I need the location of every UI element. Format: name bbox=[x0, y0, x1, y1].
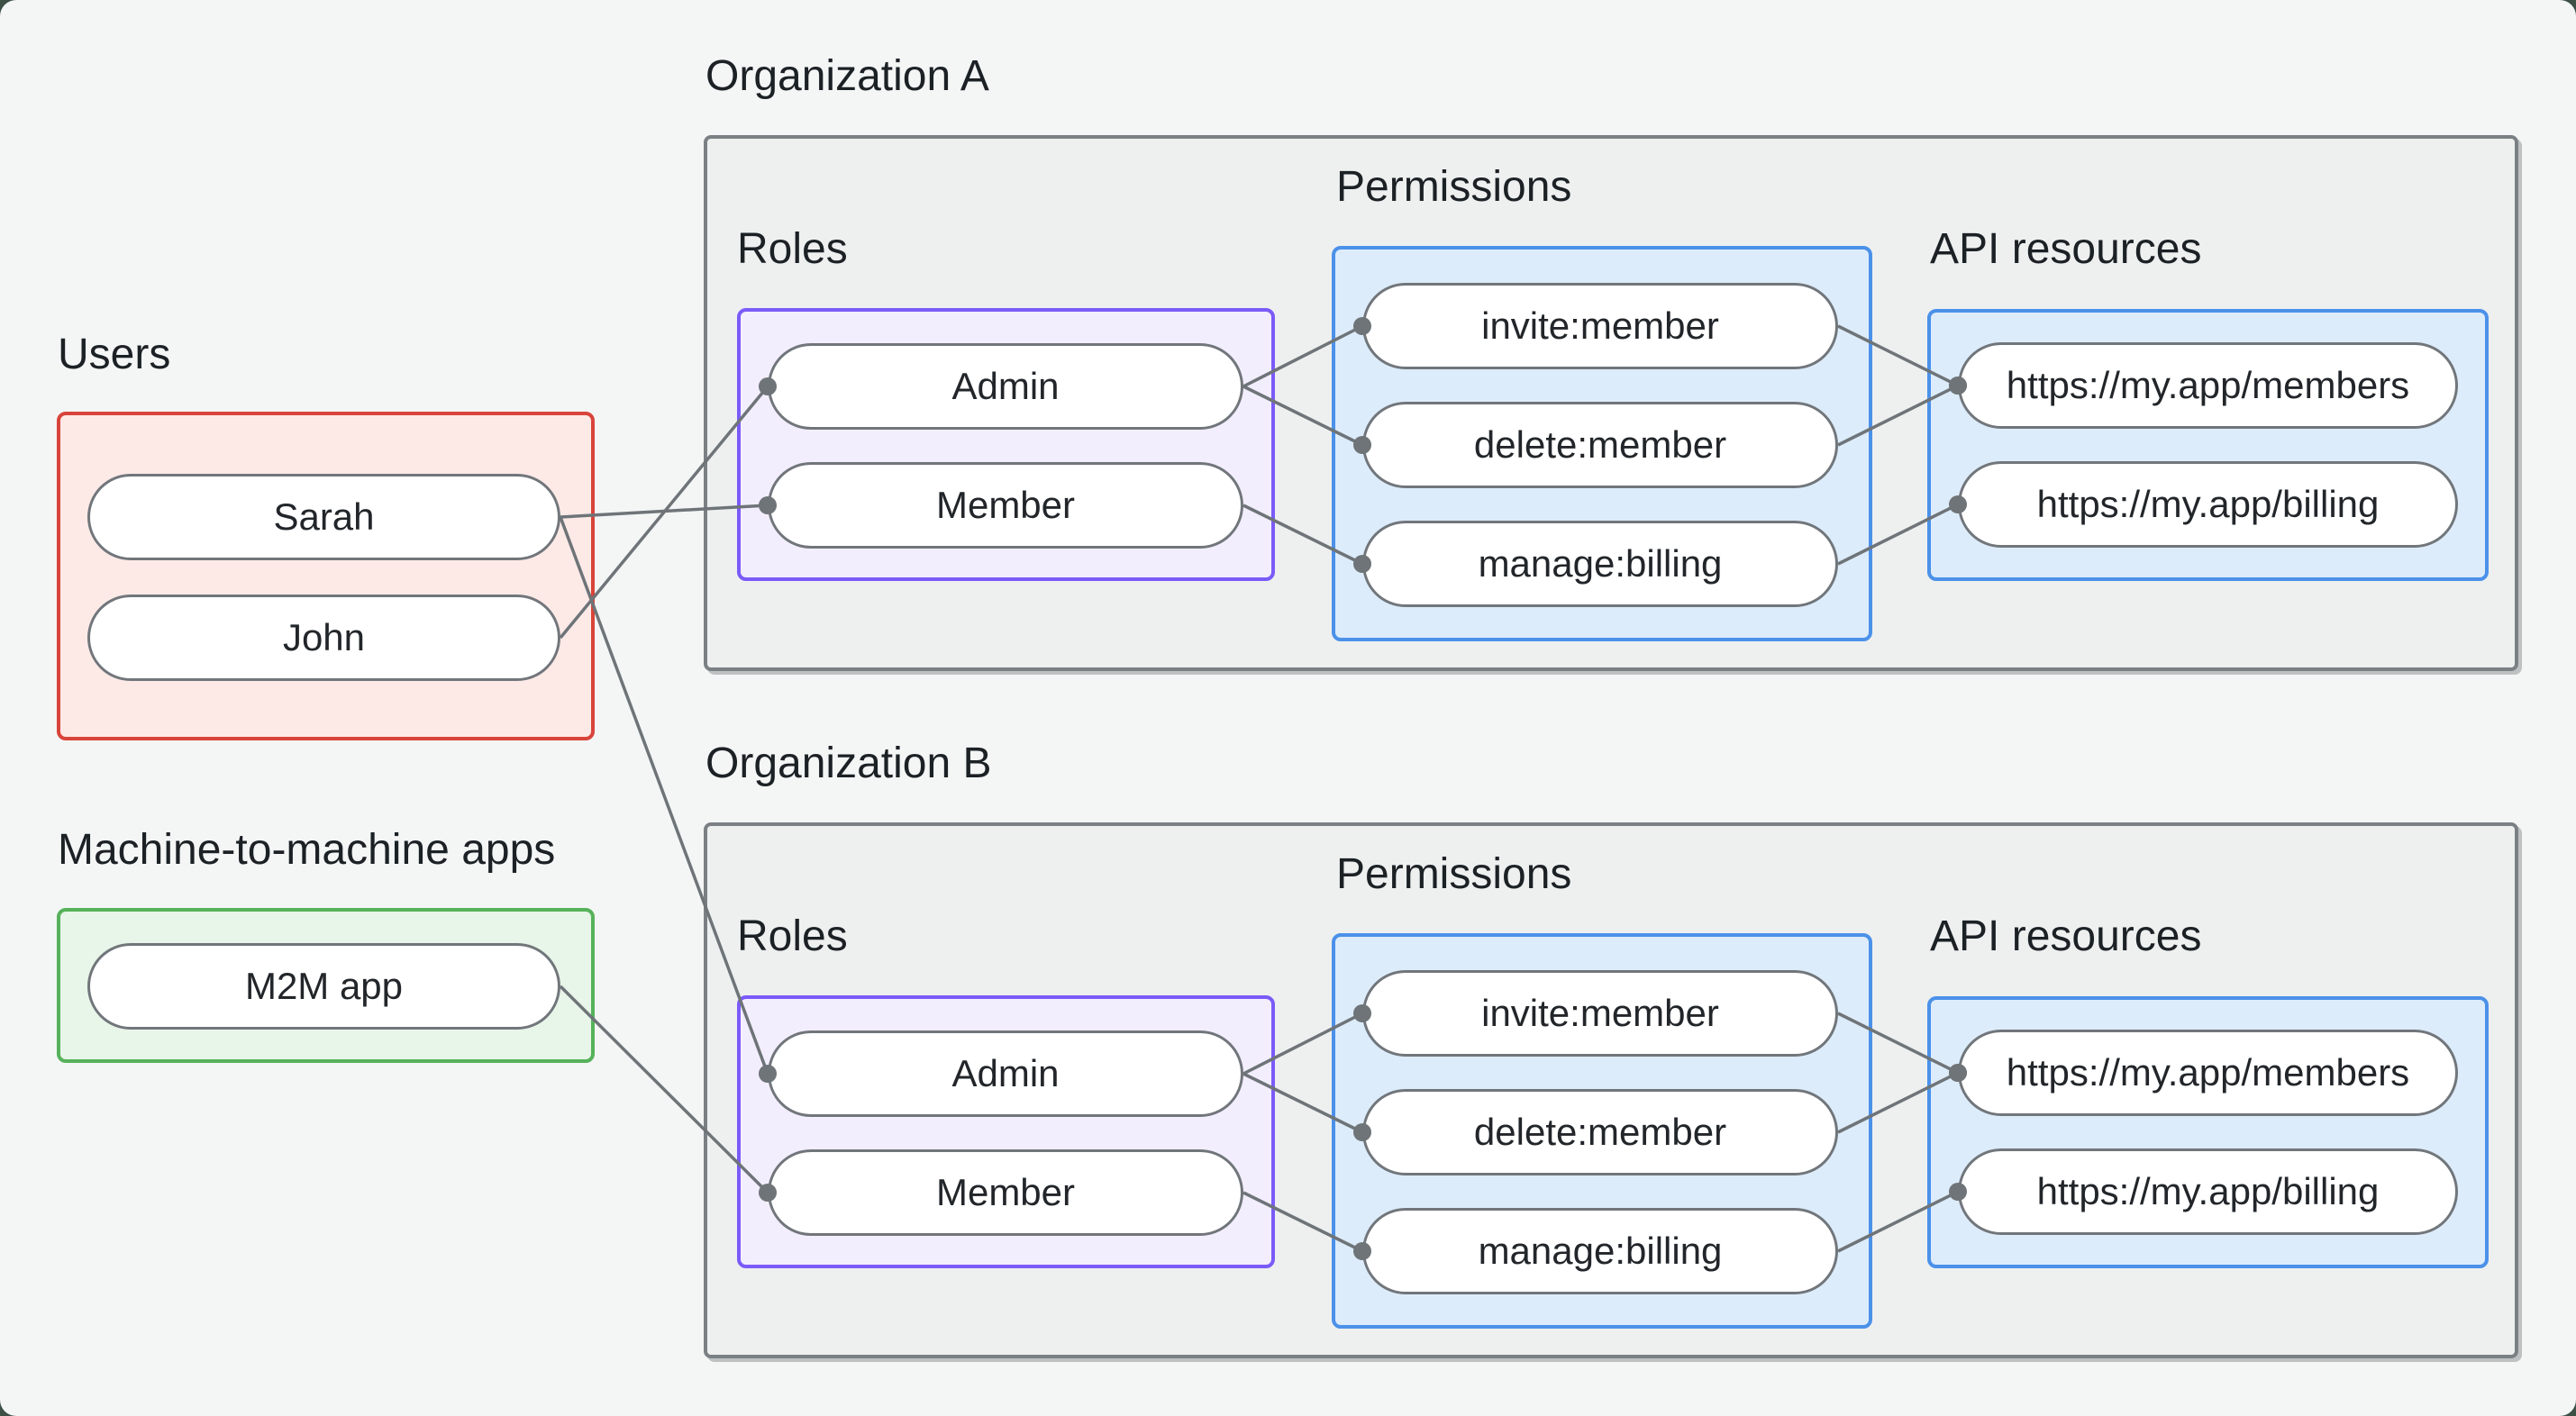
node-org-b-invite-member: invite:member bbox=[1362, 970, 1838, 1057]
node-org-b-manage-billing-label: manage:billing bbox=[1478, 1230, 1723, 1272]
node-org-b-members-api: https://my.app/members bbox=[1958, 1030, 2458, 1116]
org-b-title: Organization B bbox=[705, 740, 992, 787]
node-org-b-delete-member: delete:member bbox=[1362, 1089, 1838, 1175]
org-a-permissions-label: Permissions bbox=[1336, 163, 1572, 211]
org-a-roles-label: Roles bbox=[737, 225, 848, 273]
org-b-api-resources-label: API resources bbox=[1930, 912, 2202, 960]
node-org-a-delete-member-label: delete:member bbox=[1473, 423, 1727, 466]
org-a-title: Organization A bbox=[705, 52, 989, 100]
node-org-b-manage-billing: manage:billing bbox=[1362, 1208, 1838, 1294]
org-b-roles-label: Roles bbox=[737, 912, 848, 960]
org-b-permissions-label: Permissions bbox=[1336, 850, 1572, 898]
node-m2m-app: M2M app bbox=[87, 943, 560, 1030]
node-org-b-admin-label: Admin bbox=[951, 1052, 1060, 1094]
node-org-b-member: Member bbox=[768, 1149, 1243, 1236]
node-sarah-label: Sarah bbox=[273, 495, 375, 538]
node-org-b-delete-member-label: delete:member bbox=[1473, 1111, 1727, 1153]
m2m-group-label: Machine-to-machine apps bbox=[58, 826, 556, 874]
node-org-a-member-label: Member bbox=[935, 484, 1076, 526]
node-org-a-invite-member-label: invite:member bbox=[1481, 304, 1719, 347]
node-org-b-billing-api-label: https://my.app/billing bbox=[2036, 1170, 2380, 1212]
node-org-b-invite-member-label: invite:member bbox=[1481, 992, 1719, 1034]
node-org-a-members-api-label: https://my.app/members bbox=[2006, 364, 2410, 406]
node-m2m-app-label: M2M app bbox=[244, 965, 404, 1007]
node-org-b-members-api-label: https://my.app/members bbox=[2006, 1051, 2410, 1094]
node-org-a-manage-billing: manage:billing bbox=[1362, 521, 1838, 607]
users-group-label: Users bbox=[58, 331, 171, 378]
node-john: John bbox=[87, 595, 560, 681]
node-sarah: Sarah bbox=[87, 474, 560, 560]
node-org-b-member-label: Member bbox=[935, 1171, 1076, 1213]
node-org-b-admin: Admin bbox=[768, 1030, 1243, 1117]
node-org-a-member: Member bbox=[768, 462, 1243, 549]
node-org-a-admin: Admin bbox=[768, 343, 1243, 430]
node-org-a-delete-member: delete:member bbox=[1362, 402, 1838, 488]
node-john-label: John bbox=[282, 616, 366, 658]
node-org-a-admin-label: Admin bbox=[951, 365, 1060, 407]
node-org-a-manage-billing-label: manage:billing bbox=[1478, 542, 1723, 585]
node-org-a-invite-member: invite:member bbox=[1362, 283, 1838, 369]
org-a-api-resources-label: API resources bbox=[1930, 225, 2202, 273]
users-group-box bbox=[57, 412, 595, 740]
node-org-b-billing-api: https://my.app/billing bbox=[1958, 1148, 2458, 1235]
node-org-a-billing-api-label: https://my.app/billing bbox=[2036, 483, 2380, 525]
node-org-a-members-api: https://my.app/members bbox=[1958, 342, 2458, 429]
node-org-a-billing-api: https://my.app/billing bbox=[1958, 461, 2458, 548]
